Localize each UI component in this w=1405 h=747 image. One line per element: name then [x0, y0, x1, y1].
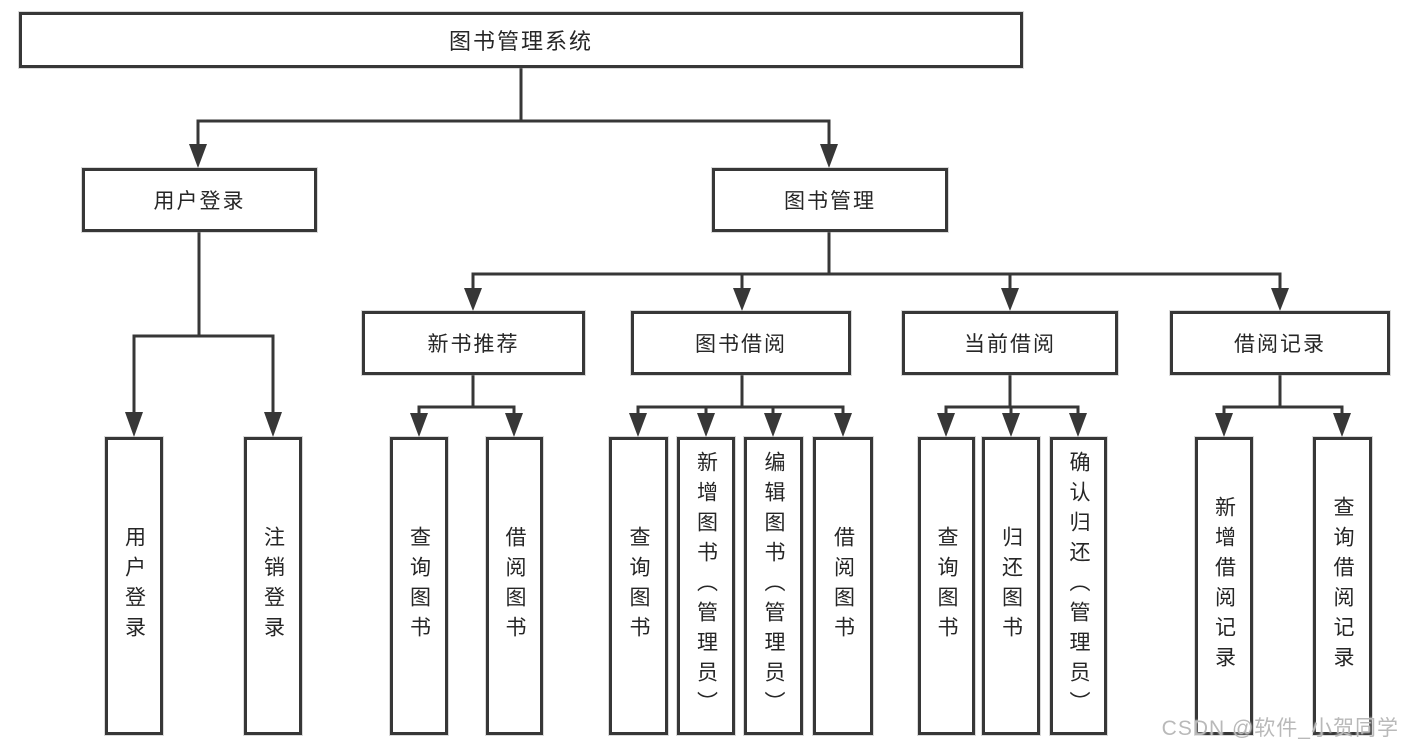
node-label: 当前借阅 — [964, 333, 1056, 356]
connector-bar-level2 — [196, 119, 831, 146]
connector-bar-borrow-records — [1222, 405, 1344, 416]
node-label: 图书借阅 — [695, 333, 787, 356]
arrow-down-icon — [125, 412, 143, 437]
arrow-down-icon — [1333, 413, 1351, 437]
node-label: 归还图书 — [999, 526, 1023, 646]
node-label: 用户登录 — [153, 190, 246, 213]
node-book-management: 图书管理 — [712, 168, 948, 232]
node-book-management-system: 图书管理系统 — [19, 12, 1023, 68]
arrow-down-icon — [189, 144, 207, 168]
node-label: 编辑图书（管理员） — [762, 451, 785, 721]
watermark: CSDN @软件_小贺同学 — [1161, 717, 1399, 740]
node-label: 新增借阅记录 — [1212, 496, 1236, 676]
node-label: 借阅图书 — [503, 526, 526, 646]
leaf-borrow-books-2: 借阅图书 — [813, 437, 873, 735]
leaf-query-books-1: 查询图书 — [390, 437, 448, 735]
arrow-down-icon — [834, 413, 852, 437]
node-label: 新书推荐 — [427, 333, 520, 356]
leaf-query-books-3: 查询图书 — [918, 437, 975, 735]
node-current-borrowing: 当前借阅 — [902, 311, 1118, 375]
arrow-down-icon — [505, 413, 523, 437]
connector-bar-user-login — [132, 334, 275, 414]
node-label: 查询借阅记录 — [1331, 496, 1354, 676]
arrow-down-icon — [820, 144, 838, 168]
node-label: 注销登录 — [261, 526, 285, 646]
node-label: 图书管理 — [784, 190, 876, 213]
arrow-down-icon — [697, 413, 715, 437]
leaf-return-books: 归还图书 — [982, 437, 1040, 735]
arrow-down-icon — [733, 288, 751, 311]
node-label: 查询图书 — [627, 526, 650, 646]
connector-bar-level3 — [471, 272, 1282, 290]
node-borrowing-records: 借阅记录 — [1170, 311, 1390, 375]
node-label: 新增图书（管理员） — [694, 451, 718, 721]
arrow-down-icon — [1271, 288, 1289, 311]
leaf-edit-books-admin: 编辑图书（管理员） — [744, 437, 803, 735]
arrow-down-icon — [1069, 413, 1087, 437]
node-book-borrowing: 图书借阅 — [631, 311, 851, 375]
leaf-query-borrow-record: 查询借阅记录 — [1313, 437, 1372, 735]
node-label: 查询图书 — [935, 526, 958, 646]
node-label: 借阅记录 — [1234, 333, 1326, 356]
arrow-down-icon — [1001, 288, 1019, 311]
connector-bar-book-borrow — [636, 405, 845, 416]
leaf-add-borrow-record: 新增借阅记录 — [1195, 437, 1253, 735]
arrow-down-icon — [764, 413, 782, 437]
node-label: 借阅图书 — [831, 526, 855, 646]
connector-bar-new-book-rec — [417, 405, 516, 416]
arrow-down-icon — [1002, 413, 1020, 437]
node-label: 查询图书 — [407, 526, 431, 646]
arrow-down-icon — [1215, 413, 1233, 437]
connector-bar-current-borrow — [944, 405, 1080, 416]
arrow-down-icon — [410, 413, 428, 437]
leaf-borrow-books-1: 借阅图书 — [486, 437, 543, 735]
node-label: 图书管理系统 — [448, 29, 593, 54]
node-new-book-recommend: 新书推荐 — [362, 311, 585, 375]
node-user-login: 用户登录 — [82, 168, 317, 232]
leaf-add-books-admin: 新增图书（管理员） — [677, 437, 735, 735]
arrow-down-icon — [264, 412, 282, 437]
leaf-logout: 注销登录 — [244, 437, 302, 735]
node-label: 用户登录 — [122, 526, 146, 646]
arrow-down-icon — [464, 288, 482, 311]
node-label: 确认归还（管理员） — [1067, 451, 1090, 721]
arrow-down-icon — [937, 413, 955, 437]
arrow-down-icon — [629, 413, 647, 437]
leaf-query-books-2: 查询图书 — [609, 437, 668, 735]
leaf-confirm-return-admin: 确认归还（管理员） — [1050, 437, 1107, 735]
leaf-user-login: 用户登录 — [105, 437, 163, 735]
